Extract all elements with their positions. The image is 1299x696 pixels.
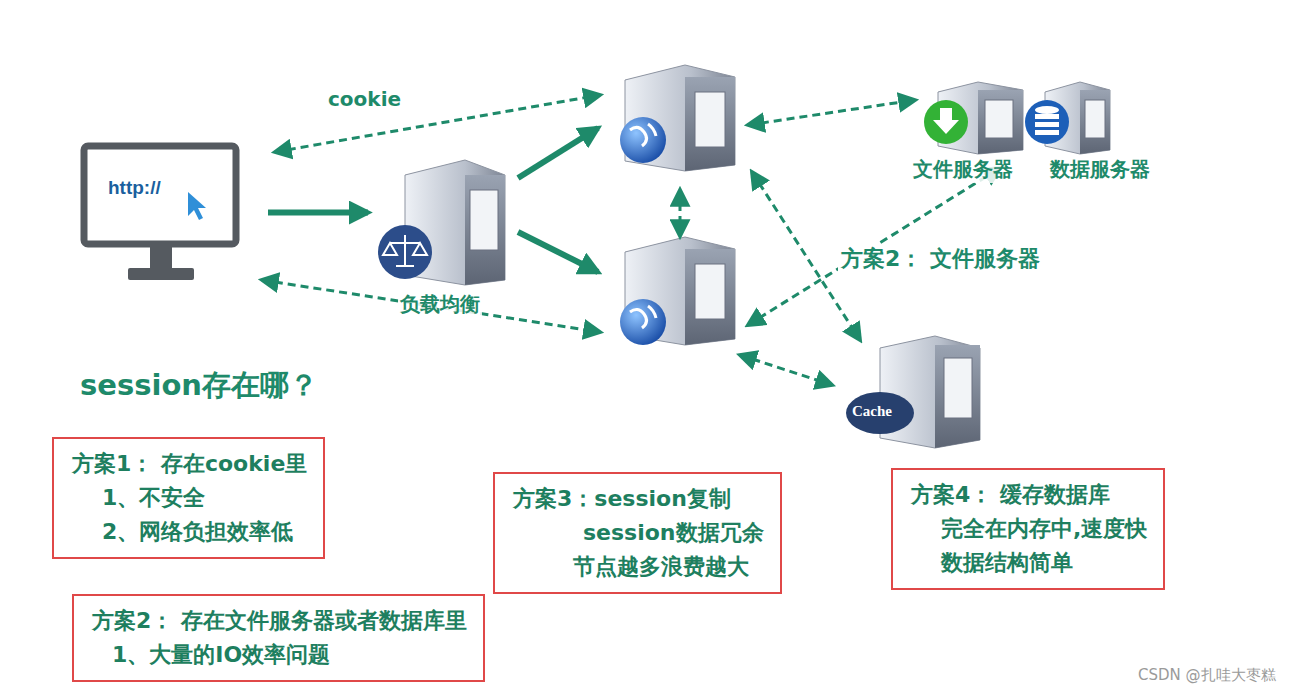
plan-heading: 方案2： 存在文件服务器或者数据库里 <box>92 604 467 638</box>
data-server: 数据服务器 <box>1030 75 1170 183</box>
plan-point: 节点越多浪费越大 <box>573 550 764 584</box>
plan-box: 方案3：session复制session数据冗余节点越多浪费越大 <box>493 472 782 594</box>
flow-arrow <box>518 128 598 272</box>
cache-label: Cache <box>852 403 892 420</box>
watermark: CSDN @扎哇大枣糕 <box>1138 666 1276 685</box>
plan-heading: 方案4： 缓存数据库 <box>911 478 1147 512</box>
web-server-icon <box>620 237 735 345</box>
database-server-icon <box>1025 82 1110 154</box>
server-icon <box>378 160 505 285</box>
browser-monitor: http:// <box>82 145 238 245</box>
plan-point: 数据结构简单 <box>941 546 1147 580</box>
dashed-link <box>262 95 1000 385</box>
server-label: 负载均衡 <box>398 291 482 318</box>
plan-point: 2、网络负担效率低 <box>102 515 307 549</box>
edge-label: 方案2： 文件服务器 <box>838 244 1043 274</box>
plan-point: 1、不安全 <box>102 481 307 515</box>
plan-box: 方案2： 存在文件服务器或者数据库里1、大量的IO效率问题 <box>72 594 485 682</box>
server-label: 数据服务器 <box>1048 156 1152 183</box>
question-heading: session存在哪？ <box>80 366 318 406</box>
edge-label: cookie <box>328 87 401 111</box>
cache-server: Cache <box>842 335 982 450</box>
plan-heading: 方案1： 存在cookie里 <box>72 447 307 481</box>
server-label: 文件服务器 <box>911 156 1015 183</box>
plan-heading: 方案3：session复制 <box>513 482 764 516</box>
plan-point: session数据冗余 <box>583 516 764 550</box>
url-text: http:// <box>108 177 161 199</box>
file-server-icon <box>924 82 1023 154</box>
plan-point: 1、大量的IO效率问题 <box>112 638 467 672</box>
load-balancer: 负载均衡 <box>372 160 508 318</box>
monitor-icon <box>84 146 236 280</box>
plan-box: 方案1： 存在cookie里1、不安全2、网络负担效率低 <box>52 437 325 559</box>
file-server: 文件服务器 <box>895 75 1030 183</box>
web-server-icon <box>620 65 735 171</box>
plan-box: 方案4： 缓存数据库完全在内存中,速度快数据结构简单 <box>891 468 1165 590</box>
flow-arrow <box>268 210 368 216</box>
cache-server-icon <box>846 336 980 448</box>
plan-point: 完全在内存中,速度快 <box>941 512 1147 546</box>
